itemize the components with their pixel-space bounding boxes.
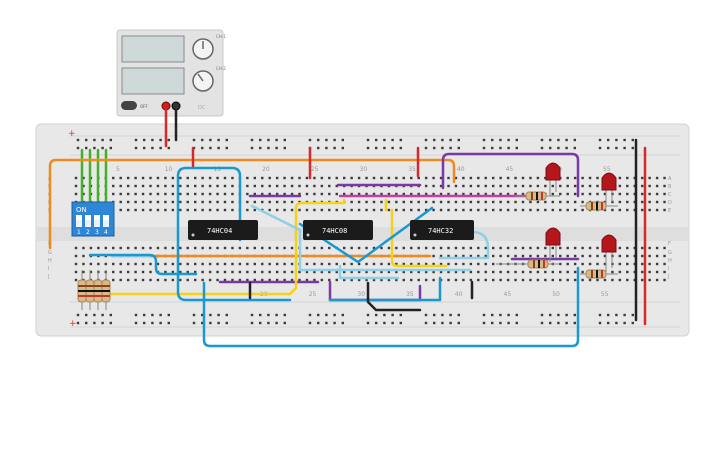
column-number-top: 55 [603, 166, 611, 173]
wire-yellow-left[interactable] [108, 198, 346, 296]
column-number-bottom: 30 [357, 291, 365, 298]
column-number-top: 40 [457, 166, 465, 173]
power-toggle[interactable] [121, 101, 137, 110]
dip-switch[interactable]: ON 1 2 3 4 [71, 201, 115, 237]
wire-purple-right[interactable] [441, 152, 580, 198]
chip-label-3: 74HC32 [428, 227, 453, 235]
wire-orange-top[interactable] [48, 158, 456, 250]
chip-label-2: 74HC08 [322, 227, 347, 235]
row-letter: I [668, 266, 669, 272]
wire-blue-top[interactable] [176, 166, 242, 248]
column-number-bottom: 25 [309, 291, 317, 298]
dip-num-2: 2 [86, 229, 90, 236]
resistor-right-4[interactable] [580, 269, 618, 279]
row-letter: J [47, 274, 49, 280]
label-ch1: CH-1 [216, 34, 226, 39]
resistor-stack[interactable] [77, 270, 111, 310]
dip-toggle-4[interactable] [103, 215, 109, 227]
column-number-bottom: 35 [406, 291, 414, 298]
rail-plus-top: + [68, 129, 76, 139]
column-number-bottom: 50 [552, 291, 560, 298]
row-letter: H [668, 258, 672, 264]
row-letter: I [48, 266, 49, 272]
row-letter: G [48, 250, 52, 256]
dip-toggle-1[interactable] [76, 215, 82, 227]
resistor-right-3[interactable] [496, 259, 560, 269]
column-number-bottom: 40 [455, 291, 463, 298]
dip-num-1: 1 [77, 229, 81, 236]
chip-74hc08[interactable]: 74HC08 [303, 220, 373, 240]
dip-num-3: 3 [95, 229, 99, 236]
led-2[interactable] [601, 172, 617, 206]
wire-blue-left[interactable] [176, 244, 292, 302]
row-letter: G [668, 250, 672, 256]
model-label: DC [198, 105, 206, 111]
display-ch2 [121, 67, 185, 95]
off-label: OFF [140, 104, 148, 109]
led-4[interactable] [601, 234, 617, 272]
led-3[interactable] [545, 227, 561, 262]
column-number-bottom: 55 [601, 291, 609, 298]
column-number-top: 25 [311, 166, 319, 173]
column-number-top: 35 [408, 166, 416, 173]
wire-blue-return[interactable] [328, 276, 442, 302]
row-letter: H [48, 258, 52, 264]
led-1[interactable] [545, 162, 561, 196]
row-letter: A [668, 176, 672, 182]
power-supply[interactable]: CH-1 CH-2 OFF DC [116, 29, 226, 117]
row-letter: D [668, 200, 672, 206]
wire-black-2[interactable] [366, 281, 422, 312]
column-number-top: 20 [262, 166, 270, 173]
dip-toggle-3[interactable] [94, 215, 100, 227]
chip-label-1: 74HC04 [207, 227, 232, 235]
column-number-top: 30 [360, 166, 368, 173]
dip-on-label: ON [76, 206, 87, 214]
wire-lightblue-3[interactable] [338, 264, 400, 280]
row-letter: E [668, 208, 671, 214]
wire-blue-dip[interactable] [88, 253, 198, 276]
chip-74hc32[interactable]: 74HC32 [410, 220, 474, 240]
dip-num-4: 4 [104, 229, 108, 236]
chip-74hc04[interactable]: 74HC04 [188, 220, 258, 240]
wire-blue-bottom-loop[interactable] [202, 266, 580, 348]
row-letter: J [667, 274, 669, 280]
rail-plus-bottom: + [69, 319, 77, 329]
column-number-top: 15 [213, 166, 221, 173]
resistor-right-1[interactable] [515, 191, 560, 201]
wire-lightblue-1[interactable] [250, 204, 472, 272]
column-number-top: 10 [165, 166, 173, 173]
wire-lightblue-2[interactable] [438, 230, 490, 260]
row-letter: C [668, 192, 672, 198]
row-letter: F [668, 241, 671, 247]
dip-toggle-2[interactable] [85, 215, 91, 227]
display-ch1 [121, 35, 185, 63]
column-number-top: 5 [116, 166, 120, 173]
column-number-top: 45 [506, 166, 514, 173]
label-ch2: CH-2 [216, 66, 226, 71]
row-letter: B [668, 184, 672, 190]
column-number-bottom: 45 [504, 291, 512, 298]
wire-yellow-right[interactable] [390, 208, 448, 268]
